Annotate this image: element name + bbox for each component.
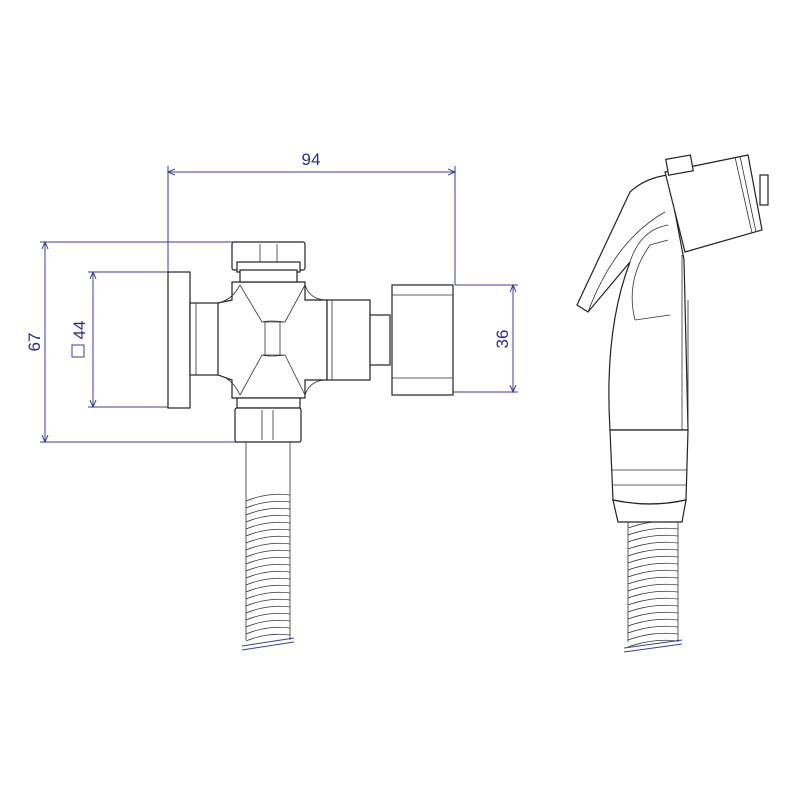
- hose-coil: [627, 541, 679, 550]
- valve-cylinder: [326, 299, 371, 381]
- hand-sprayer: [576, 154, 769, 523]
- hose-coil: [627, 548, 679, 557]
- hose-coil: [627, 618, 679, 627]
- hose-coil: [627, 555, 679, 564]
- break-line: [241, 637, 295, 647]
- hose-coil: [627, 527, 679, 536]
- dimension-label-94: 94: [302, 150, 321, 169]
- dimension-label-67: 67: [25, 333, 44, 352]
- sprayer-collar: [609, 429, 689, 505]
- sprayer-head: [664, 154, 763, 253]
- hose-coil: [245, 542, 291, 551]
- flexible-hose-right: [623, 520, 683, 653]
- wall-flange: [167, 271, 191, 409]
- hose-coil: [245, 591, 291, 600]
- hose-coil: [245, 556, 291, 565]
- square-symbol-icon: [71, 344, 85, 358]
- hose-coil: [245, 500, 291, 509]
- hose-coil: [627, 639, 679, 648]
- dimension-44: 44: [70, 272, 168, 407]
- hose-coil: [627, 569, 679, 578]
- valve-body: [217, 281, 328, 399]
- hose-coil: [245, 535, 291, 544]
- hose-coil: [245, 612, 291, 621]
- hose-coil: [245, 521, 291, 530]
- dimension-label-44: 44: [70, 321, 89, 340]
- valve-side-view: [167, 241, 454, 495]
- hose-coil: [627, 562, 679, 571]
- hose-coil: [245, 619, 291, 628]
- hose-coil: [245, 633, 291, 642]
- dimension-label-36: 36: [493, 330, 512, 349]
- hose-coil: [245, 605, 291, 614]
- hose-coil: [245, 584, 291, 593]
- hose-coil: [627, 583, 679, 592]
- hose-coil: [245, 563, 291, 572]
- dimension-94: 94: [168, 150, 455, 285]
- hose-coil: [627, 632, 679, 641]
- hose-coil: [245, 528, 291, 537]
- dimension-36: 36: [453, 285, 518, 392]
- hose-coil: [627, 611, 679, 620]
- hose-coil: [245, 493, 291, 502]
- hose-coil: [245, 577, 291, 586]
- hose-coil: [245, 598, 291, 607]
- hose-coil: [245, 514, 291, 523]
- bottom-nut: [234, 407, 302, 443]
- hose-coil: [627, 625, 679, 634]
- break-line: [623, 643, 683, 653]
- handle-cap: [391, 284, 454, 396]
- break-line: [241, 641, 295, 651]
- hose-coil: [627, 576, 679, 585]
- hose-coil: [627, 534, 679, 543]
- hose-coil: [627, 597, 679, 606]
- valve-neck: [369, 314, 391, 366]
- hose-coil: [245, 507, 291, 516]
- hose-coil: [627, 590, 679, 599]
- sprayer-button: [665, 154, 694, 176]
- hose-coil: [245, 549, 291, 558]
- hose-coil: [627, 604, 679, 613]
- break-line: [623, 639, 683, 649]
- dimension-67: 67: [25, 242, 238, 442]
- hose-coil: [245, 570, 291, 579]
- flexible-hose-left: [241, 493, 295, 651]
- hose-coil: [245, 626, 291, 635]
